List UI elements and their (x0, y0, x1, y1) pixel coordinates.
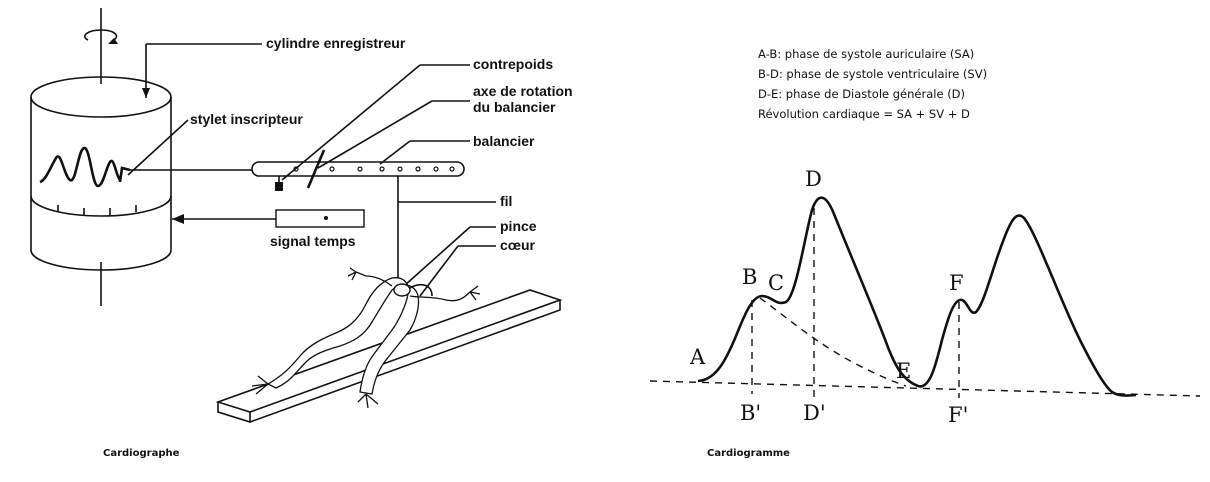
label-coeur: cœur (500, 237, 536, 253)
leader-coeur (419, 245, 459, 297)
label-balancier: balancier (473, 133, 535, 149)
label-cylindre: cylindre enregistreur (266, 35, 406, 51)
pince-clip (393, 283, 411, 297)
legend-line-2: B-D: phase de systole ventriculaire (SV) (758, 67, 987, 81)
legend-line-1: A-B: phase de systole auriculaire (SA) (758, 47, 974, 61)
leader-stylet (127, 119, 189, 176)
ventricular-dashed-curve (759, 297, 907, 387)
cardiogramme-point-labels: A B C D E F B' D' F' Cardiogramme (689, 167, 968, 459)
drum-time-ticks (57, 205, 137, 215)
caption-cardiogramme: Cardiogramme (707, 448, 790, 459)
heart-wire (409, 283, 433, 297)
rotation-axis (306, 149, 326, 189)
point-F: F (949, 271, 964, 295)
point-E: E (896, 359, 911, 383)
stylet-tip (118, 166, 131, 183)
label-pince: pince (500, 218, 537, 234)
baseline-dashed (649, 380, 1201, 397)
signal-arrow-icon (172, 214, 184, 224)
leader-contrepoids (281, 64, 421, 181)
cardiogram-wave (697, 196, 1137, 397)
signal-temps-box (275, 209, 365, 228)
label-stylet: stylet inscripteur (190, 111, 303, 127)
drum-band-line (30, 195, 172, 217)
board-left-side (217, 402, 251, 424)
point-A: A (689, 345, 706, 369)
legend-line-3: D-E: phase de Diastole générale (D) (758, 87, 965, 101)
label-axe-1: axe de rotation (473, 83, 573, 99)
point-F-prime: F' (948, 403, 968, 427)
label-signal-temps: signal temps (270, 233, 356, 249)
point-C: C (768, 271, 784, 295)
point-D: D (805, 167, 822, 191)
cardiogramme-plot (649, 196, 1201, 400)
board-front-side (249, 300, 561, 423)
label-contrepoids: contrepoids (473, 56, 553, 72)
leader-axe (317, 100, 433, 169)
point-B: B (742, 265, 757, 289)
rotation-arrow-icon (84, 29, 118, 42)
leader-pince (403, 226, 471, 287)
rotation-arrowhead-icon (108, 38, 118, 44)
caption-cardiographe: Cardiographe (103, 448, 180, 459)
counterweight-block (275, 182, 283, 191)
point-B-prime: B' (740, 401, 761, 425)
legend-line-4: Révolution cardiaque = SA + SV + D (758, 107, 970, 121)
label-fil: fil (500, 193, 512, 209)
cardiographe-apparatus (30, 8, 563, 424)
drum-bottom (30, 249, 172, 271)
leader-balancier (379, 140, 411, 165)
cardiogramme-legend: A-B: phase de systole auriculaire (SA) B… (758, 47, 987, 121)
cardiographe-labels: cylindre enregistreur contrepoids axe de… (103, 35, 573, 459)
frog-specimen (251, 267, 481, 409)
drum-recorded-trace (39, 146, 122, 188)
point-D-prime: D' (803, 401, 826, 425)
label-axe-2: du balancier (473, 99, 556, 115)
